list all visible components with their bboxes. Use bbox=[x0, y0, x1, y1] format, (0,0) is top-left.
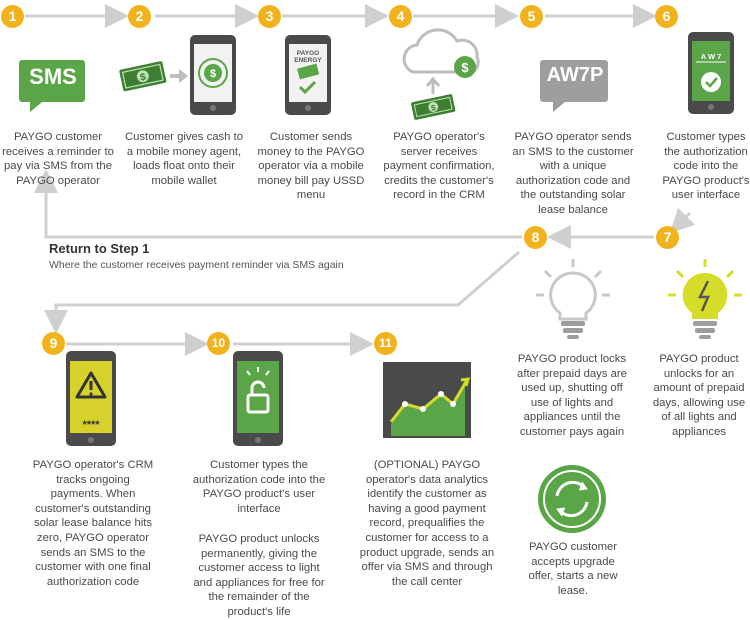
svg-text:$: $ bbox=[461, 60, 469, 75]
phone-paygo-icon: PAYGO ENERGY bbox=[285, 35, 331, 115]
sms-bubble-label: SMS bbox=[29, 64, 77, 89]
cloud-server-icon: $ $ bbox=[402, 28, 480, 120]
cash-icon: $ bbox=[119, 61, 167, 92]
phone-code-icon: A W 7 bbox=[688, 32, 734, 114]
analytics-chart-icon bbox=[383, 362, 471, 438]
step-badge-5: 5 bbox=[520, 5, 543, 28]
step-badge-6: 6 bbox=[655, 5, 678, 28]
step-4-text: PAYGO operator's server receives payment… bbox=[383, 131, 495, 202]
return-to-step-subtitle: Where the customer receives payment remi… bbox=[49, 259, 344, 271]
phone-money-icon: $ bbox=[190, 35, 236, 115]
step-badge-3: 3 bbox=[258, 5, 281, 28]
code-bubble-label: AW7P bbox=[546, 64, 604, 86]
arrow-6-7 bbox=[669, 207, 696, 234]
step-badge-2: 2 bbox=[128, 5, 151, 28]
step-10-text: Customer types the authorization code in… bbox=[192, 459, 326, 515]
right-arrow-icon bbox=[170, 69, 188, 83]
svg-text:PAYGO: PAYGO bbox=[297, 50, 319, 57]
svg-text:$: $ bbox=[430, 103, 437, 113]
step-badge-11: 11 bbox=[374, 332, 397, 355]
svg-text:****: **** bbox=[82, 419, 100, 431]
step-5-text: PAYGO operator sends an SMS to the custo… bbox=[512, 131, 634, 216]
return-to-step-title: Return to Step 1 bbox=[49, 241, 150, 256]
dollar-text: $ bbox=[139, 72, 147, 84]
step-badge-7: 7 bbox=[656, 226, 679, 249]
step-3-text: Customer sends money to the PAYGO operat… bbox=[257, 131, 365, 202]
bulb-on-icon bbox=[668, 259, 742, 339]
step-badge-10: 10 bbox=[207, 332, 230, 355]
code-bubble-icon bbox=[540, 60, 608, 112]
step-10-text-2: PAYGO product unlocks permanently, givin… bbox=[193, 533, 325, 618]
bulb-off-icon bbox=[536, 259, 610, 339]
arrow-8-9 bbox=[44, 250, 520, 334]
phone-unlock-icon bbox=[233, 351, 283, 446]
svg-text:$: $ bbox=[210, 68, 216, 80]
upgrade-text: PAYGO customer accepts upgrade offer, st… bbox=[528, 541, 618, 597]
arrow-8-1 bbox=[34, 169, 522, 239]
refresh-cycle-icon bbox=[538, 465, 606, 533]
step-11-text: (OPTIONAL) PAYGO operator's data analyti… bbox=[359, 459, 495, 588]
step-badge-1: 1 bbox=[1, 5, 24, 28]
step-badge-9: 9 bbox=[42, 332, 65, 355]
phone-warning-icon: **** bbox=[66, 351, 116, 446]
step-1-text: PAYGO customer receives a reminder to pa… bbox=[2, 131, 114, 187]
step-badge-4: 4 bbox=[389, 5, 412, 28]
step-9-text: PAYGO operator's CRM tracks ongoing paym… bbox=[32, 459, 154, 588]
step-8-text: PAYGO product locks after prepaid days a… bbox=[517, 353, 627, 438]
step-badge-8: 8 bbox=[524, 226, 547, 249]
step-6-text: Customer types the authorization code in… bbox=[662, 131, 750, 202]
step-7-text: PAYGO product unlocks for an amount of p… bbox=[652, 353, 746, 438]
svg-text:ENERGY: ENERGY bbox=[294, 57, 322, 64]
sms-bubble-icon bbox=[19, 60, 85, 112]
svg-text:A W 7: A W 7 bbox=[701, 52, 722, 61]
step-2-text: Customer gives cash to a mobile money ag… bbox=[124, 131, 244, 187]
